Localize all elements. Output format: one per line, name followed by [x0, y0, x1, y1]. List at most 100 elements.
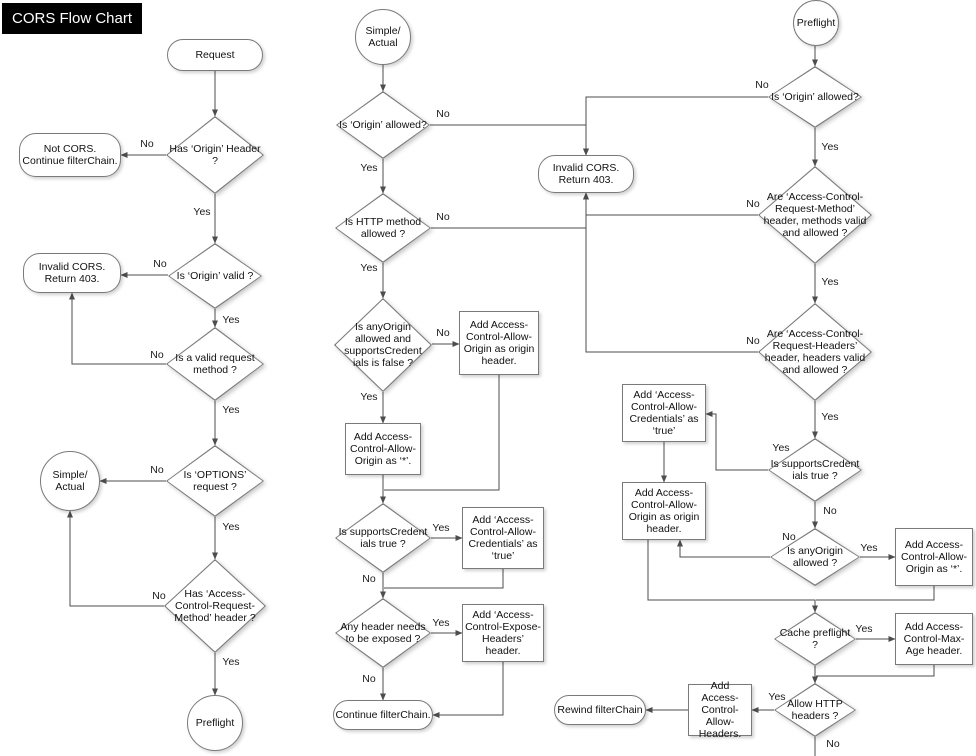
node-label: Is anyOrigin allowed ? — [786, 544, 844, 569]
edge-label-yes: Yes — [432, 522, 450, 534]
edge-label-yes: Yes — [855, 623, 873, 635]
process-add-credentials-right: Add ‘Access-Control-Allow-Credentials’ a… — [622, 384, 706, 442]
node-label: Add ‘Access-Control-Allow-Credentials’ a… — [468, 513, 538, 563]
flow-connector — [816, 665, 935, 677]
connector-simple-actual-left: Simple/ Actual — [40, 451, 100, 511]
decision-any-header-exposed: Any header needs to be exposed ? — [335, 598, 431, 668]
decision-origin-allowed-right: Is ‘Origin’ allowed? — [768, 66, 862, 128]
node-label: Add Access-Control-Max-Age header. — [903, 620, 965, 658]
flow-connector — [432, 662, 504, 718]
flow-connector — [585, 216, 758, 353]
edge-label-yes: Yes — [432, 617, 450, 629]
process-add-expose-headers: Add ‘Access-Control-Expose-Headers’ head… — [462, 604, 544, 662]
edge-label-no: No — [823, 505, 837, 517]
node-label: Preflight — [195, 716, 235, 729]
edge-label-yes: Yes — [222, 521, 240, 533]
flow-connector — [431, 192, 589, 229]
flow-connector — [430, 124, 589, 156]
edge-label-yes: Yes — [821, 141, 839, 153]
terminator-continue-filterchain: Continue filterChain. — [333, 700, 433, 730]
edge-label-no: No — [436, 108, 450, 120]
flow-connector — [69, 292, 166, 365]
terminator-invalid-cors-left: Invalid CORS. Return 403. — [23, 253, 121, 293]
node-label: Are ‘Access-Control-Request-Method’ head… — [763, 190, 867, 240]
edge-label-yes: Yes — [360, 162, 378, 174]
connector-preflight-left: Preflight — [187, 695, 243, 751]
flow-connector — [583, 192, 758, 216]
edge-label-no: No — [150, 464, 164, 476]
connector-preflight-right: Preflight — [793, 0, 839, 46]
decision-http-method-allowed: Is HTTP method allowed ? — [335, 193, 431, 263]
flow-connector — [384, 569, 504, 589]
edge-label-yes: Yes — [821, 276, 839, 288]
edge-label-no: No — [362, 573, 376, 585]
decision-cache-preflight: Cache preflight ? — [774, 612, 856, 666]
process-add-origin-header-mid: Add Access-Control-Allow-Origin as origi… — [459, 311, 539, 375]
node-label: Invalid CORS. Return 403. — [552, 161, 620, 186]
edge-label-no: No — [746, 335, 760, 347]
edge-label-no: No — [436, 211, 450, 223]
node-label: Are ‘Access-Control-Request-Headers’ hea… — [764, 327, 866, 377]
flow-connector — [677, 539, 770, 558]
edge-label-no: No — [140, 138, 154, 150]
node-label: Add Access-Control-Allow-Origin as origi… — [463, 318, 535, 368]
process-add-origin-star-mid: Add Access-Control-Allow-Origin as ‘*’. — [345, 423, 421, 475]
edge-label-yes: Yes — [193, 206, 211, 218]
node-label: Add Access-Control-Allow-Origin as ‘*’. — [901, 538, 967, 576]
title-text: CORS Flow Chart — [12, 10, 133, 27]
process-add-allow-headers: Add Access-Control-Allow-Headers. — [688, 680, 752, 740]
edge-label-yes: Yes — [222, 314, 240, 326]
decision-origin-allowed-mid: Is ‘Origin’ allowed? — [336, 91, 430, 159]
node-label: Not CORS. Continue filterChain. — [22, 142, 118, 167]
terminator-rewind-filterchain: Rewind filterChain — [554, 695, 646, 725]
node-label: Allow HTTP headers ? — [787, 697, 843, 722]
node-label: Is a valid request method ? — [175, 351, 255, 376]
decision-has-origin-header: Has ‘Origin’ Header ? — [166, 116, 264, 194]
edge-label-no: No — [436, 327, 450, 339]
decision-anyorigin-supportscred: Is anyOrigin allowed and supportsCredent… — [334, 298, 432, 392]
decision-anyorigin-allowed: Is anyOrigin allowed ? — [770, 528, 860, 586]
decision-supports-credentials-right: Is supportsCredent ials true ? — [768, 438, 862, 502]
decision-options-request: Is ‘OPTIONS’ request ? — [166, 445, 264, 517]
node-label: Is supportsCredent ials true ? — [338, 525, 428, 550]
edge-label-yes: Yes — [360, 262, 378, 274]
node-label: Preflight — [796, 16, 836, 29]
node-label: Add ‘Access-Control-Expose-Headers’ head… — [465, 608, 541, 658]
node-label: Add Access-Control-Allow-Origin as ‘*’. — [350, 430, 416, 468]
edge-label-yes: Yes — [768, 691, 786, 703]
node-label: Is ‘Origin’ valid ? — [176, 269, 254, 282]
edge-label-yes: Yes — [222, 404, 240, 416]
flow-connector — [67, 510, 164, 607]
edge-label-no: No — [826, 738, 840, 750]
flow-connector — [816, 586, 935, 601]
node-label: Has ‘Access-Control-Request-Method’ head… — [174, 587, 256, 625]
node-label: Simple/ Actual — [52, 468, 88, 493]
flow-connector — [384, 375, 500, 491]
edge-label-yes: Yes — [222, 656, 240, 668]
node-label: Has ‘Origin’ Header ? — [169, 142, 261, 167]
edge-label-yes: Yes — [860, 542, 878, 554]
flow-connector — [705, 411, 768, 471]
edge-label-no: No — [782, 531, 796, 543]
decision-origin-valid: Is ‘Origin’ valid ? — [168, 243, 262, 309]
decision-acrm-header: Has ‘Access-Control-Request-Method’ head… — [164, 559, 266, 653]
edge-label-yes: Yes — [821, 411, 839, 423]
edge-label-no: No — [746, 198, 760, 210]
node-label: Is ‘OPTIONS’ request ? — [183, 468, 247, 493]
node-label: Simple/ Actual — [365, 24, 401, 49]
node-label: Is HTTP method allowed ? — [344, 215, 422, 240]
edge-label-no: No — [152, 590, 166, 602]
node-label: Rewind filterChain — [557, 703, 643, 716]
edge-label-no: No — [150, 349, 164, 361]
node-label: Cache preflight ? — [779, 626, 851, 651]
node-label: Add Access-Control-Allow-Headers. — [698, 679, 742, 741]
decision-supports-credentials-mid: Is supportsCredent ials true ? — [335, 503, 431, 573]
node-label: Is ‘Origin’ allowed? — [339, 118, 427, 131]
node-label: Continue filterChain. — [335, 708, 431, 721]
edge-label-yes: Yes — [772, 442, 790, 454]
terminator-request: Request — [167, 39, 263, 71]
edge-label-yes: Yes — [360, 391, 378, 403]
node-label: Any header needs to be exposed ? — [340, 620, 426, 645]
